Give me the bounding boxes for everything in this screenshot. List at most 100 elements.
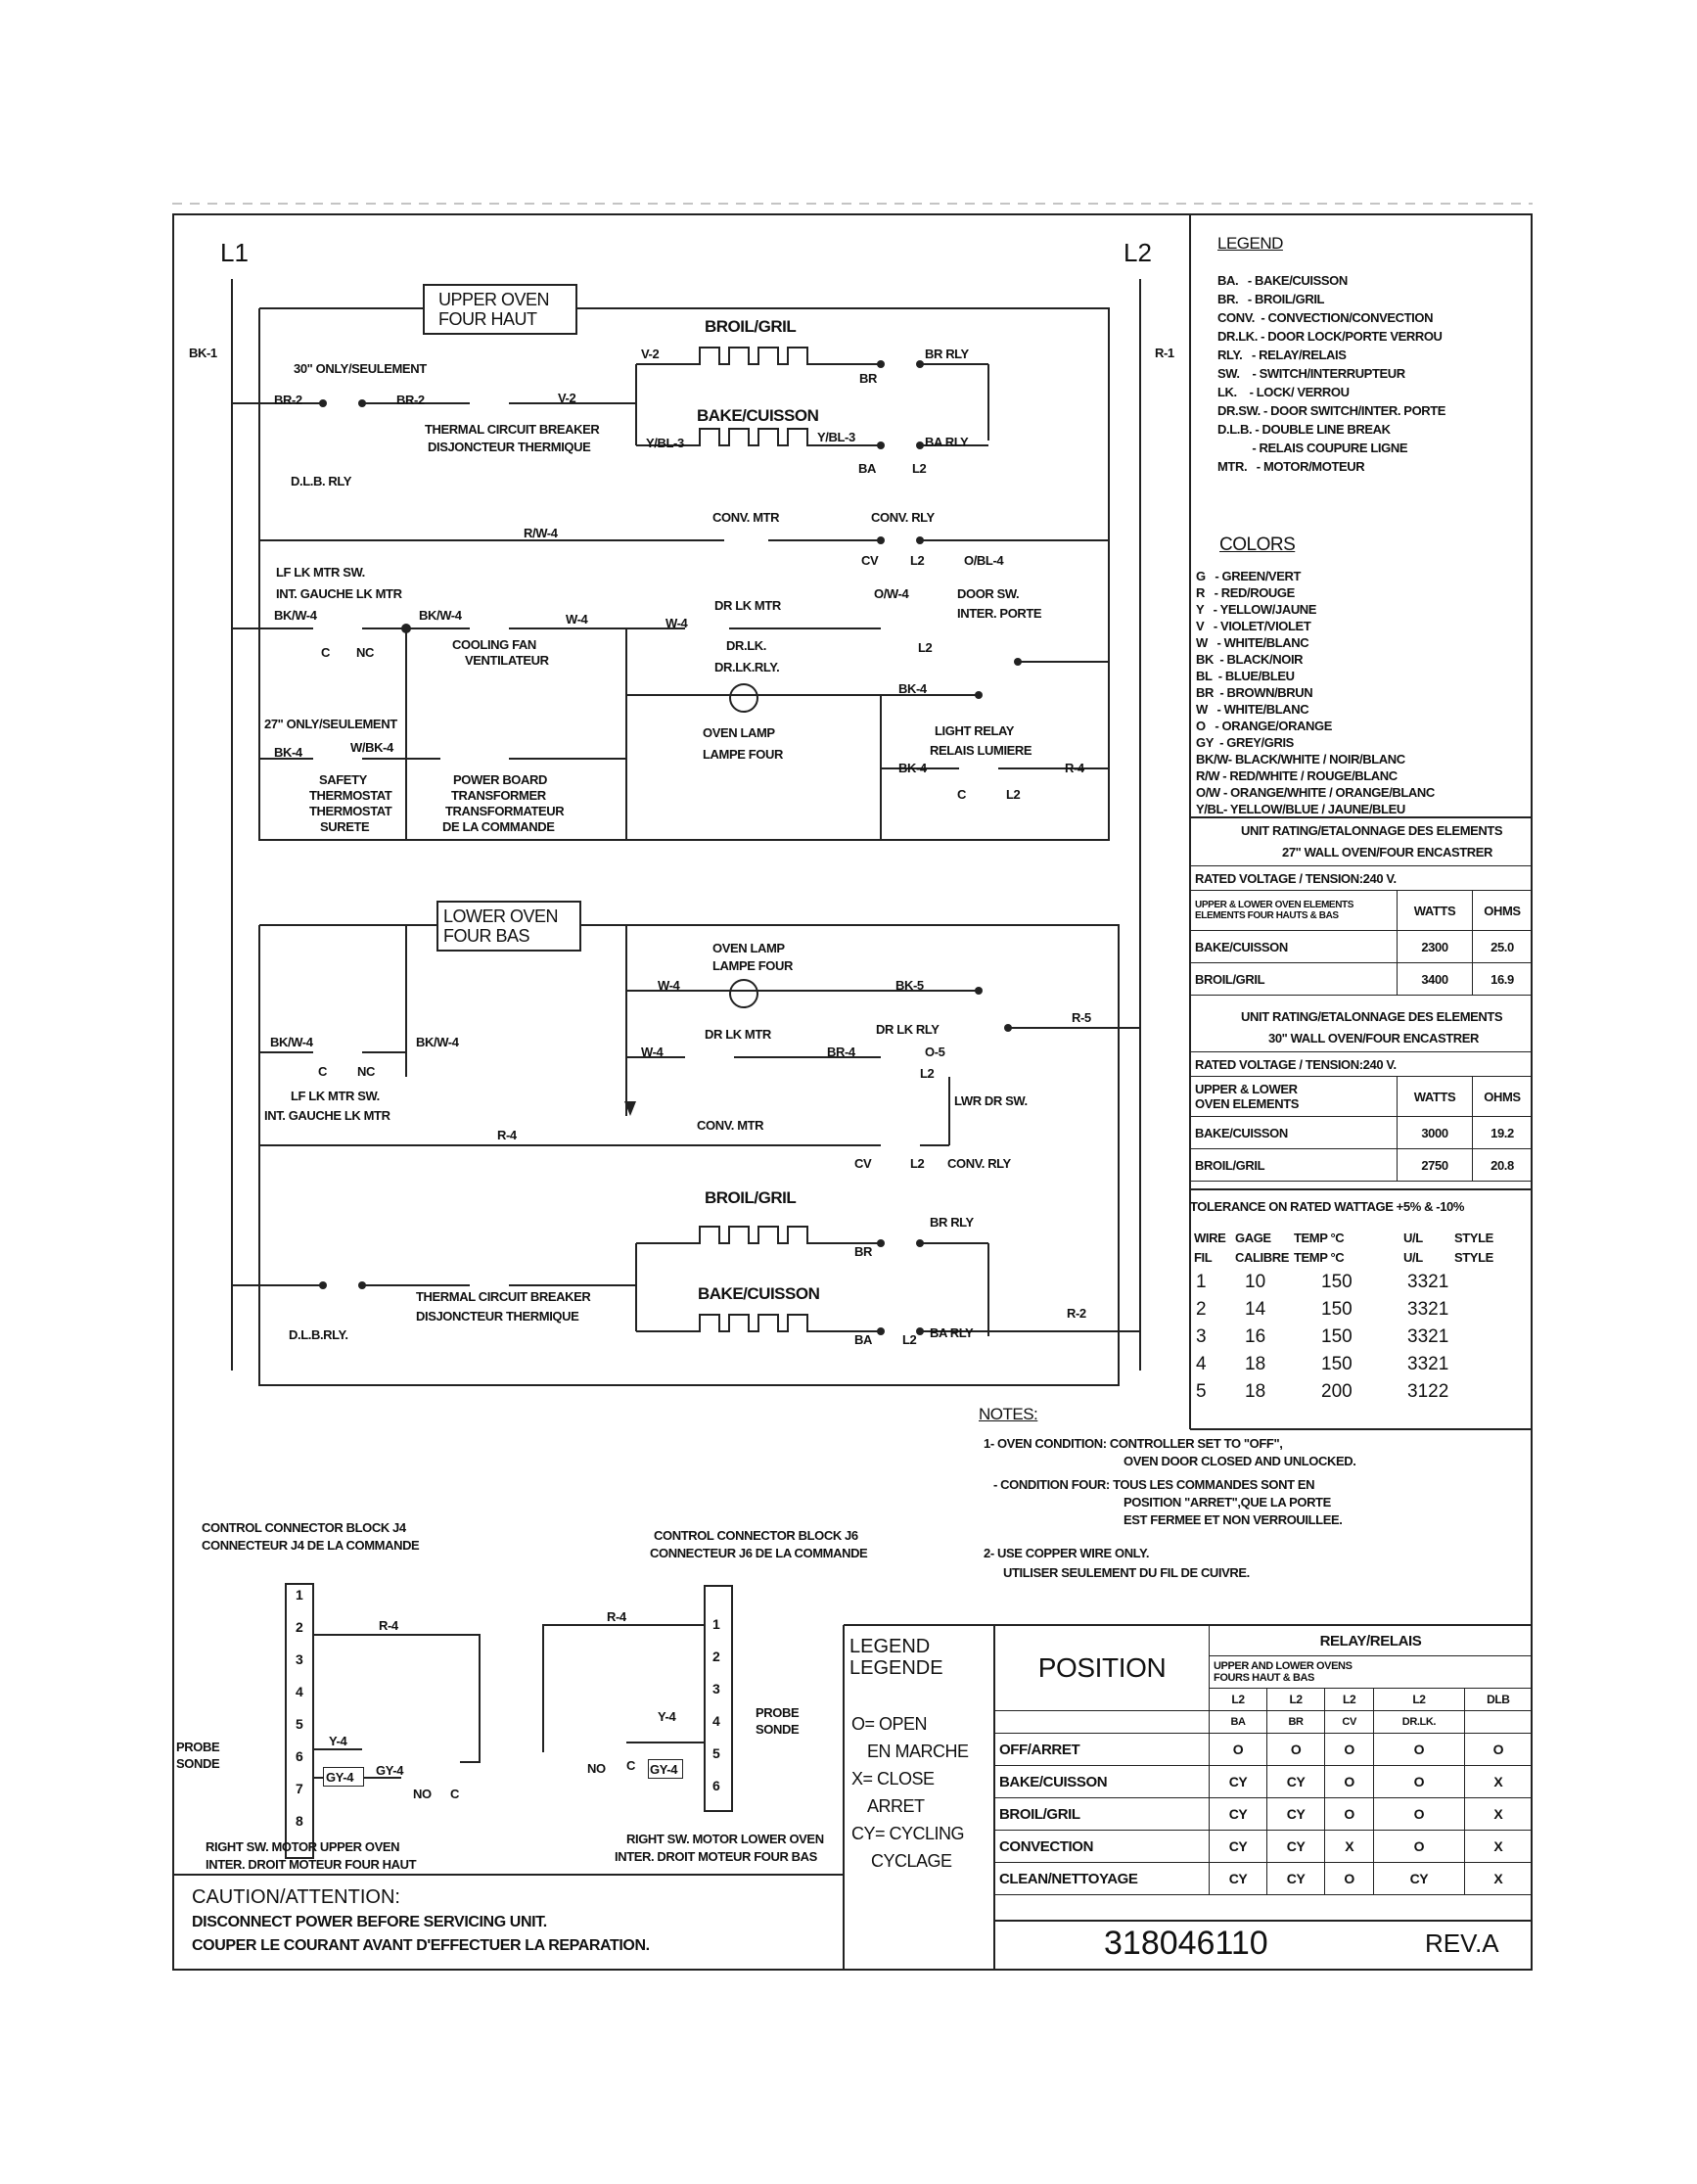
connector-pin: 7 bbox=[296, 1781, 303, 1796]
relay-label: CONV. RLY bbox=[947, 1156, 1011, 1171]
note-line: 2- USE COPPER WIRE ONLY. bbox=[984, 1546, 1150, 1560]
wire-cell: 200 bbox=[1321, 1381, 1353, 1402]
relay-cell: CY bbox=[1208, 1765, 1268, 1798]
switch-label: NC bbox=[357, 1064, 375, 1079]
wire-cell: 3321 bbox=[1407, 1326, 1449, 1347]
wire-cell: 16 bbox=[1245, 1326, 1266, 1347]
wire-header: U/L bbox=[1403, 1250, 1423, 1265]
wire-label: Y/BL-3 bbox=[646, 436, 684, 450]
j6-title: CONTROL CONNECTOR BLOCK J6 bbox=[654, 1528, 858, 1543]
position-header: POSITION bbox=[994, 1625, 1210, 1711]
table-cell: 2750 bbox=[1397, 1148, 1473, 1182]
revision: REV.A bbox=[1425, 1928, 1499, 1958]
bk1-label: BK-1 bbox=[189, 346, 217, 360]
connector-pin: 3 bbox=[712, 1681, 720, 1696]
table-cell: BAKE/CUISSON bbox=[1190, 930, 1398, 963]
wire-cell: 3321 bbox=[1407, 1299, 1449, 1320]
motor-label: RIGHT SW. MOTOR LOWER OVEN bbox=[626, 1832, 824, 1846]
wire-label: BK-4 bbox=[898, 761, 927, 775]
relay-cell: CY bbox=[1208, 1797, 1268, 1831]
relay-label: LIGHT RELAY bbox=[935, 723, 1015, 738]
table-cell: BROIL/GRIL bbox=[1190, 962, 1398, 996]
blank-cell bbox=[994, 1710, 1210, 1734]
header-line: UPPER AND LOWER OVENS bbox=[1214, 1660, 1353, 1672]
relay-col-header: DLB bbox=[1463, 1688, 1534, 1711]
table-cell: 16.9 bbox=[1472, 962, 1533, 996]
table-cell: 25.0 bbox=[1472, 930, 1533, 963]
relay-label: L2 bbox=[912, 461, 927, 476]
lower-bake-label: BAKE/CUISSON bbox=[698, 1284, 820, 1303]
relay-cell: O bbox=[1266, 1733, 1326, 1766]
table-cell: 19.2 bbox=[1472, 1116, 1533, 1149]
relay-label: C bbox=[957, 787, 966, 802]
note-line: 1- OVEN CONDITION: CONTROLLER SET TO "OF… bbox=[984, 1436, 1283, 1451]
color-item: BR - BROWN/BRUN bbox=[1196, 685, 1313, 700]
gy4-box: GY-4 bbox=[323, 1767, 364, 1787]
connector-pin: 6 bbox=[712, 1778, 720, 1793]
component-label: DOOR SW. bbox=[957, 586, 1020, 601]
note-label: 27" ONLY/SEULEMENT bbox=[264, 717, 397, 731]
legend2-item: CYCLAGE bbox=[871, 1851, 952, 1871]
caution-title: CAUTION/ATTENTION: bbox=[192, 1886, 400, 1908]
motor-label: INTER. DROIT MOTEUR FOUR HAUT bbox=[206, 1857, 417, 1872]
part-number: 318046110 bbox=[1104, 1925, 1268, 1962]
component-label: VENTILATEUR bbox=[465, 653, 549, 668]
wire-label: GY-4 bbox=[376, 1763, 404, 1778]
component-label: THERMAL CIRCUIT BREAKER bbox=[416, 1289, 591, 1304]
connector-pin: 8 bbox=[296, 1813, 303, 1829]
connector-pin: 6 bbox=[296, 1748, 303, 1764]
watts-header: WATTS bbox=[1397, 1076, 1473, 1117]
wire-label: BK/W-4 bbox=[419, 608, 462, 623]
relay-label: L2 bbox=[1006, 787, 1021, 802]
relay-label: DR LK RLY bbox=[876, 1022, 940, 1037]
relay-col-subheader bbox=[1463, 1710, 1534, 1734]
wire-header: STYLE bbox=[1454, 1250, 1493, 1265]
j4-title: CONTROL CONNECTOR BLOCK J4 bbox=[202, 1520, 406, 1535]
legend-item: DR.LK. - DOOR LOCK/PORTE VERROU bbox=[1217, 329, 1443, 344]
l2-label: L2 bbox=[1124, 238, 1152, 267]
relay-cell: CY bbox=[1208, 1862, 1268, 1895]
header-line: FOURS HAUT & BAS bbox=[1214, 1672, 1314, 1684]
component-label: OVEN LAMP bbox=[712, 941, 785, 955]
wire-label: R-4 bbox=[379, 1618, 398, 1633]
wire-label: BR-2 bbox=[396, 393, 425, 407]
wire-cell: 2 bbox=[1196, 1299, 1207, 1320]
wire-cell: 3321 bbox=[1407, 1272, 1449, 1292]
l1-label: L1 bbox=[220, 238, 249, 267]
relay-label: L2 bbox=[902, 1332, 917, 1347]
relay-cell: O bbox=[1324, 1797, 1375, 1831]
relay-col-header: L2 bbox=[1324, 1688, 1375, 1711]
relay-label: L2 bbox=[920, 1066, 935, 1081]
wire-cell: 18 bbox=[1245, 1354, 1266, 1374]
wire-cell: 14 bbox=[1245, 1299, 1266, 1320]
relay-label: BR bbox=[854, 1244, 872, 1259]
wire-header: STYLE bbox=[1454, 1231, 1493, 1245]
tolerance-note: TOLERANCE ON RATED WATTAGE +5% & -10% bbox=[1190, 1199, 1465, 1214]
relay-cell: O bbox=[1324, 1765, 1375, 1798]
switch-label: C bbox=[321, 645, 330, 660]
wire-label: R-5 bbox=[1072, 1010, 1091, 1025]
relay-cell: CY bbox=[1266, 1797, 1326, 1831]
connector-pin: 4 bbox=[296, 1684, 303, 1699]
relay-label: L2 bbox=[910, 553, 925, 568]
relay-cell: X bbox=[1463, 1830, 1534, 1863]
probe-label: PROBE bbox=[756, 1705, 800, 1720]
legend2-item: X= CLOSE bbox=[851, 1769, 935, 1789]
relay-cell: O bbox=[1463, 1733, 1534, 1766]
component-label: THERMAL CIRCUIT BREAKER bbox=[425, 422, 600, 437]
relay-col-header: L2 bbox=[1266, 1688, 1326, 1711]
connector-pin: 4 bbox=[712, 1713, 720, 1729]
color-item: G - GREEN/VERT bbox=[1196, 569, 1302, 583]
table-cell: 2300 bbox=[1397, 930, 1473, 963]
component-label: DISJONCTEUR THERMIQUE bbox=[428, 440, 591, 454]
header-line: UPPER & LOWER OVEN ELEMENTS bbox=[1195, 900, 1353, 910]
relay-label: RELAIS LUMIERE bbox=[930, 743, 1032, 758]
component-label: DISJONCTEUR THERMIQUE bbox=[416, 1309, 579, 1324]
component-label: DR LK MTR bbox=[714, 598, 781, 613]
relay-cell: O bbox=[1208, 1733, 1268, 1766]
relay-label: L2 bbox=[918, 640, 933, 655]
switch-label: C bbox=[626, 1758, 635, 1773]
wire-header: U/L bbox=[1403, 1231, 1423, 1245]
wire-label: Y/BL-3 bbox=[817, 430, 855, 444]
